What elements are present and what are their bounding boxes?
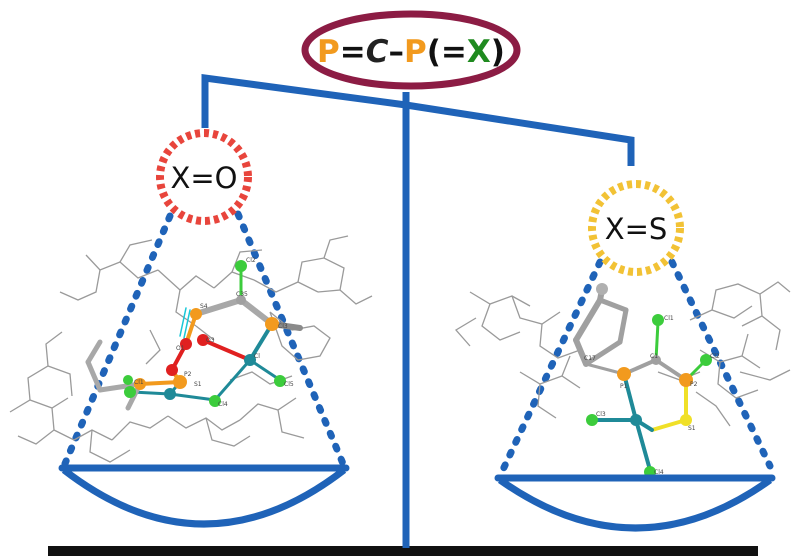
left-atom-label: S4 [200,303,208,310]
right-atoms [586,283,712,478]
left-atom-label: Cl [254,353,260,360]
left-atom-label: P2 [184,371,192,378]
right-atom-labels: Cl1 C17 C1 P1 Cl2 P2 Cl3 S1 Cl4 [584,315,720,476]
right-ring [588,180,684,276]
right-suspension-left [496,258,604,480]
right-pan-dish [497,477,773,532]
right-molecule [454,281,791,427]
right-atom-label: Cl4 [654,469,664,476]
formula-part: P [317,34,340,70]
formula-text: P=C–P(=X) [317,34,505,70]
formula-part: (= [427,34,467,70]
right-atom-label: C17 [584,355,596,362]
right-atom-label: S1 [688,425,696,432]
left-atom-label: O3 [206,337,215,344]
left-atom-label: Cl4 [218,401,228,408]
formula-part: ) [491,34,505,70]
right-atom-label: Cl3 [596,411,606,418]
left-atom-labels: Cl2 Cl3 C35 S4 O3 Cl P2 S1 O1 Cl1 Cl4 Cl… [134,257,294,408]
left-atoms [123,260,286,407]
right-suspension-right [668,258,774,470]
ground-bar [48,546,758,556]
right-atom-label: P1 [620,383,628,390]
left-suspension-left [60,212,174,470]
left-atom-label: Cl5 [284,381,294,388]
right-pan: Cl1 C17 C1 P1 Cl2 P2 Cl3 S1 Cl4 X=S [454,180,791,532]
right-atom-label: Cl1 [664,315,674,322]
left-atom-label: Cl3 [278,323,288,330]
left-atom-label: Cl2 [246,257,256,264]
left-atom-label: S1 [194,381,202,388]
formula-part: – [389,34,405,70]
left-pan: Cl2 Cl3 C35 S4 O3 Cl P2 S1 O1 Cl1 Cl4 Cl… [9,129,373,528]
formula-part: P [404,34,427,70]
left-pan-dish [61,467,347,528]
left-molecule [9,235,373,463]
formula-oval [301,10,521,90]
formula-part: X [467,34,491,70]
right-atom-label: P2 [690,381,698,388]
balance-beam [201,73,635,166]
formula-part: = [340,34,366,70]
formula-part: C [366,34,389,70]
right-atom-label: Cl2 [710,353,720,360]
left-atom-label: C35 [236,291,248,298]
left-pan-label: X=O [171,161,238,195]
left-ring [156,129,252,225]
left-atom-label: Cl1 [134,379,144,386]
right-pan-label: X=S [605,212,668,246]
right-atom-label: C1 [650,353,658,360]
left-atom-label: O1 [176,345,185,352]
left-suspension-right [234,210,348,470]
